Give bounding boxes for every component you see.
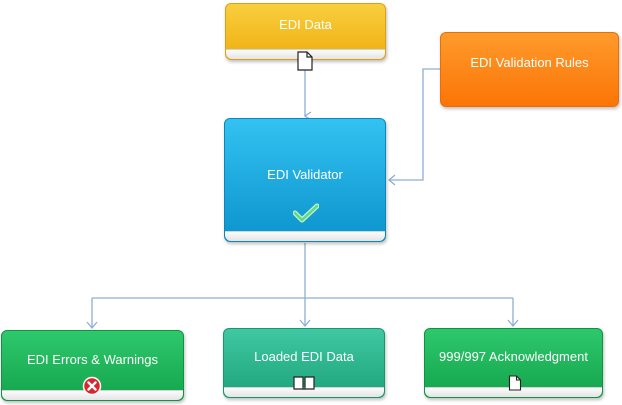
checkmark-icon	[293, 203, 319, 223]
node-acknowledgment-label: 999/997 Acknowledgment	[439, 349, 588, 364]
error-icon	[82, 376, 102, 396]
document-icon	[508, 375, 522, 391]
node-edi-errors-label: EDI Errors & Warnings	[27, 352, 158, 367]
node-loaded-edi-data-label: Loaded EDI Data	[254, 349, 354, 364]
node-footer	[225, 231, 385, 241]
node-edi-validator-label: EDI Validator	[267, 167, 343, 182]
node-edi-data[interactable]: EDI Data	[225, 3, 386, 60]
book-icon	[293, 376, 315, 390]
node-loaded-edi-data[interactable]: Loaded EDI Data	[223, 328, 385, 398]
node-footer	[224, 387, 384, 397]
node-edi-validator[interactable]: EDI Validator	[224, 118, 386, 242]
connector-rules-to-validator	[389, 68, 440, 181]
node-edi-validation-rules-label: EDI Validation Rules	[470, 55, 589, 70]
node-edi-validation-rules[interactable]: EDI Validation Rules	[440, 32, 619, 107]
node-edi-data-label: EDI Data	[279, 17, 332, 32]
document-icon	[297, 51, 313, 71]
